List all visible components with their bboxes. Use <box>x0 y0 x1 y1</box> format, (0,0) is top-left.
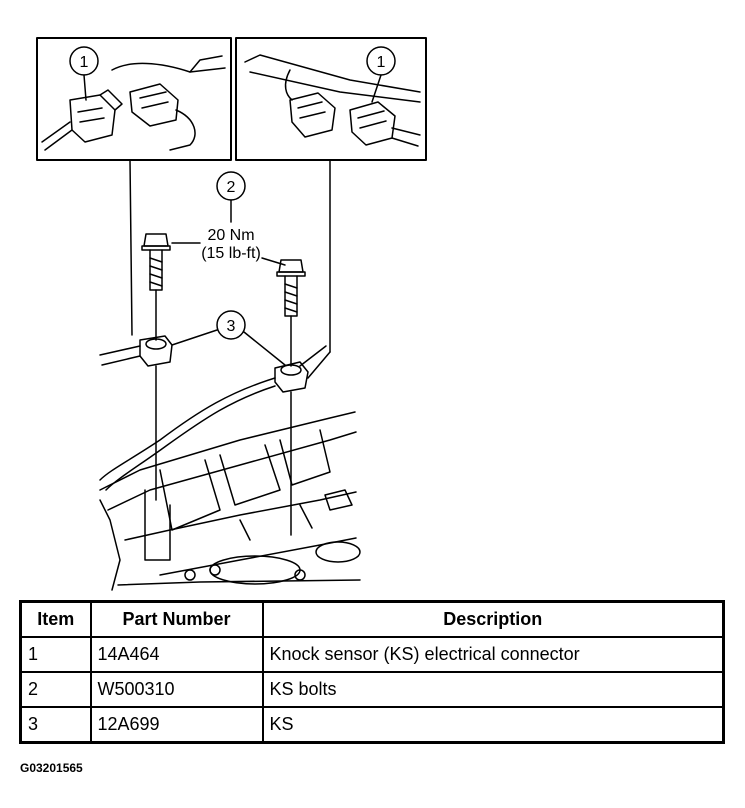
torque-metric: 20 Nm <box>207 227 254 244</box>
item-cell: 1 <box>19 636 92 673</box>
header-item: Item <box>19 600 92 638</box>
callout-2-label: 2 <box>227 179 236 196</box>
bolt-right <box>276 259 306 367</box>
item-cell: 2 <box>19 671 92 708</box>
table-row: 3 12A699 KS <box>19 706 725 744</box>
parts-table: Item Part Number Description 1 14A464 Kn… <box>19 600 725 744</box>
callout-2 <box>171 171 286 266</box>
left-connector-inset <box>36 37 232 161</box>
knock-sensor-left <box>99 335 173 367</box>
bolt-left <box>141 233 171 341</box>
callout-1-left-label: 1 <box>80 54 89 71</box>
torque-imperial: (15 lb-ft) <box>201 245 261 262</box>
callout-1-left <box>69 46 99 101</box>
part-number-cell: 12A699 <box>89 706 264 744</box>
callout-3 <box>171 310 286 366</box>
item-cell: 3 <box>19 706 92 744</box>
description-cell: Knock sensor (KS) electrical connector <box>261 636 725 673</box>
callout-3-label: 3 <box>227 318 236 335</box>
engine-block <box>99 411 361 591</box>
header-part-number: Part Number <box>89 600 264 638</box>
part-number-cell: 14A464 <box>89 636 264 673</box>
description-cell: KS <box>261 706 725 744</box>
part-number-cell: W500310 <box>89 671 264 708</box>
description-cell: KS bolts <box>261 671 725 708</box>
table-row: 1 14A464 Knock sensor (KS) electrical co… <box>19 636 725 673</box>
table-row: 2 W500310 KS bolts <box>19 671 725 708</box>
table-header-row: Item Part Number Description <box>19 600 725 638</box>
knock-sensor-illustration: 1 1 2 3 20 Nm (15 lb-ft) <box>36 37 427 591</box>
right-connector-inset <box>235 37 427 161</box>
figure-id: G03201565 <box>20 761 83 775</box>
header-description: Description <box>261 600 725 638</box>
knock-sensor-right <box>99 345 331 491</box>
callout-1-right <box>366 46 396 103</box>
callout-1-right-label: 1 <box>377 54 386 71</box>
